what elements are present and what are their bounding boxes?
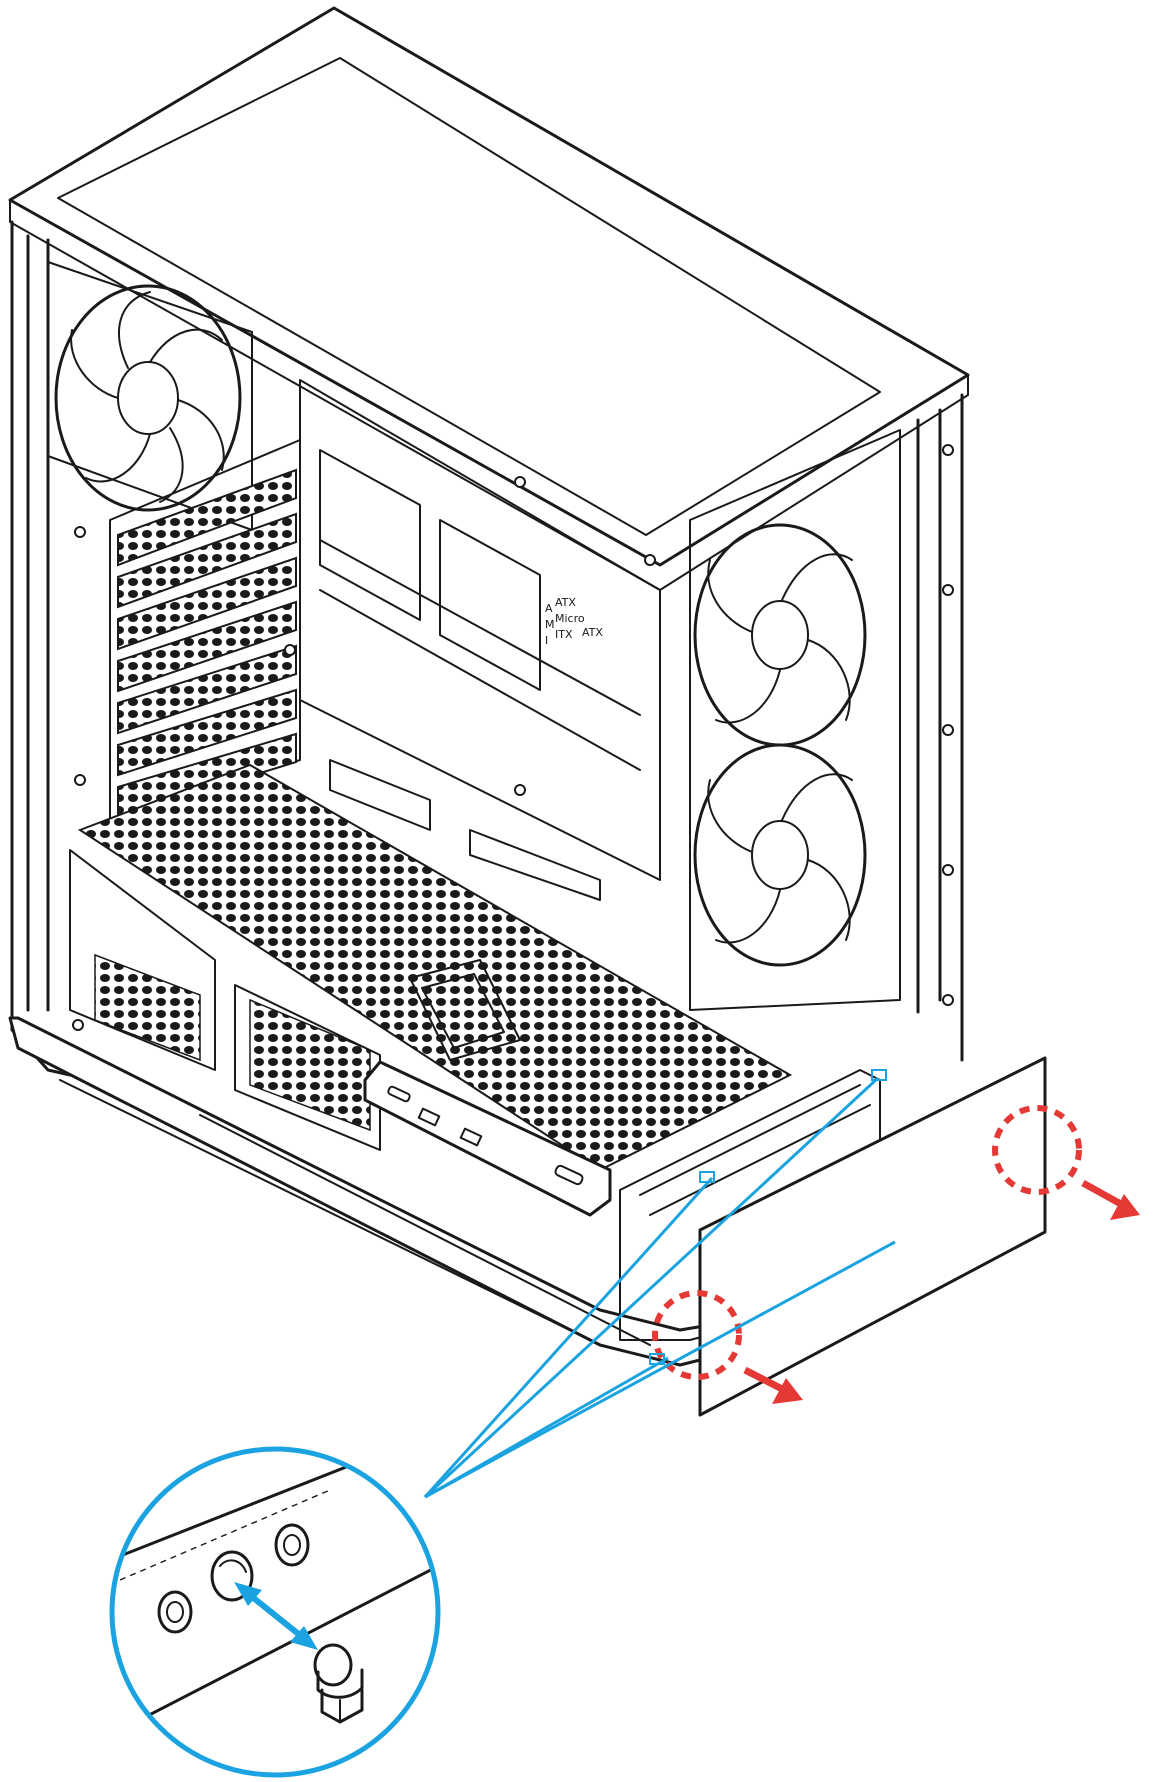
screw-icon — [942, 584, 954, 596]
removal-point-upper — [992, 1105, 1082, 1195]
removal-indicators — [652, 1105, 1140, 1404]
atx-label-micro: Micro — [555, 612, 585, 625]
screw-icon — [74, 774, 86, 786]
screw-icon — [942, 444, 954, 456]
atx-label-matx: ATX — [582, 626, 603, 639]
screw-icon — [284, 644, 296, 656]
screw-icon — [942, 724, 954, 736]
double-arrow-icon — [234, 1582, 318, 1650]
expansion-slot-cover — [117, 732, 297, 819]
screw-icon — [514, 784, 526, 796]
screw-icon — [72, 1019, 84, 1031]
magnify-callout-icon — [109, 1446, 441, 1778]
screw-icon — [313, 1643, 364, 1724]
removed-panel — [698, 1056, 1047, 1417]
psu-shroud — [69, 763, 793, 1217]
removal-arrow-icon — [1081, 1179, 1140, 1220]
expansion-slot-cover — [117, 688, 297, 777]
atx-label-i: I — [545, 634, 548, 647]
atx-label-atx: ATX — [555, 596, 576, 609]
removal-arrow-icon — [743, 1366, 803, 1404]
expansion-slots — [109, 439, 301, 821]
atx-label-a: A — [545, 602, 553, 615]
screw-icon — [942, 864, 954, 876]
rear-fan — [47, 261, 253, 531]
screw-icon — [74, 526, 86, 538]
front-fans — [689, 429, 901, 1011]
top-panel — [8, 6, 970, 591]
screw-icon — [942, 994, 954, 1006]
removal-point-lower — [652, 1290, 742, 1380]
callout-leaders — [423, 1069, 896, 1499]
expansion-slot-cover — [117, 512, 297, 609]
expansion-slot-cover — [117, 600, 297, 693]
fan-icon — [70, 291, 225, 503]
screw-icon — [644, 554, 656, 566]
fan-icon — [693, 523, 867, 747]
atx-label-m: M — [545, 618, 555, 631]
screws — [72, 444, 954, 1031]
expansion-slot-cover — [117, 556, 297, 651]
fan-icon — [693, 743, 867, 967]
motherboard-tray: A ATX M Micro ATX I ITX — [299, 379, 661, 901]
expansion-slot-cover — [117, 468, 297, 567]
screw-icon — [514, 476, 526, 488]
expansion-slot-cover — [117, 644, 297, 735]
atx-label-itx: ITX — [555, 628, 573, 641]
